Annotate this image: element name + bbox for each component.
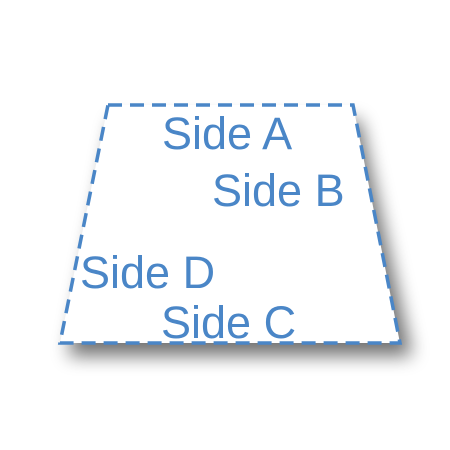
side-c-label: Side C bbox=[161, 297, 296, 348]
side-d-label: Side D bbox=[80, 247, 215, 298]
trapezoid-shape bbox=[60, 105, 400, 343]
side-b-label: Side B bbox=[212, 165, 345, 216]
side-a-label: Side A bbox=[162, 108, 292, 159]
trapezoid-dashed-outline bbox=[57, 103, 403, 345]
